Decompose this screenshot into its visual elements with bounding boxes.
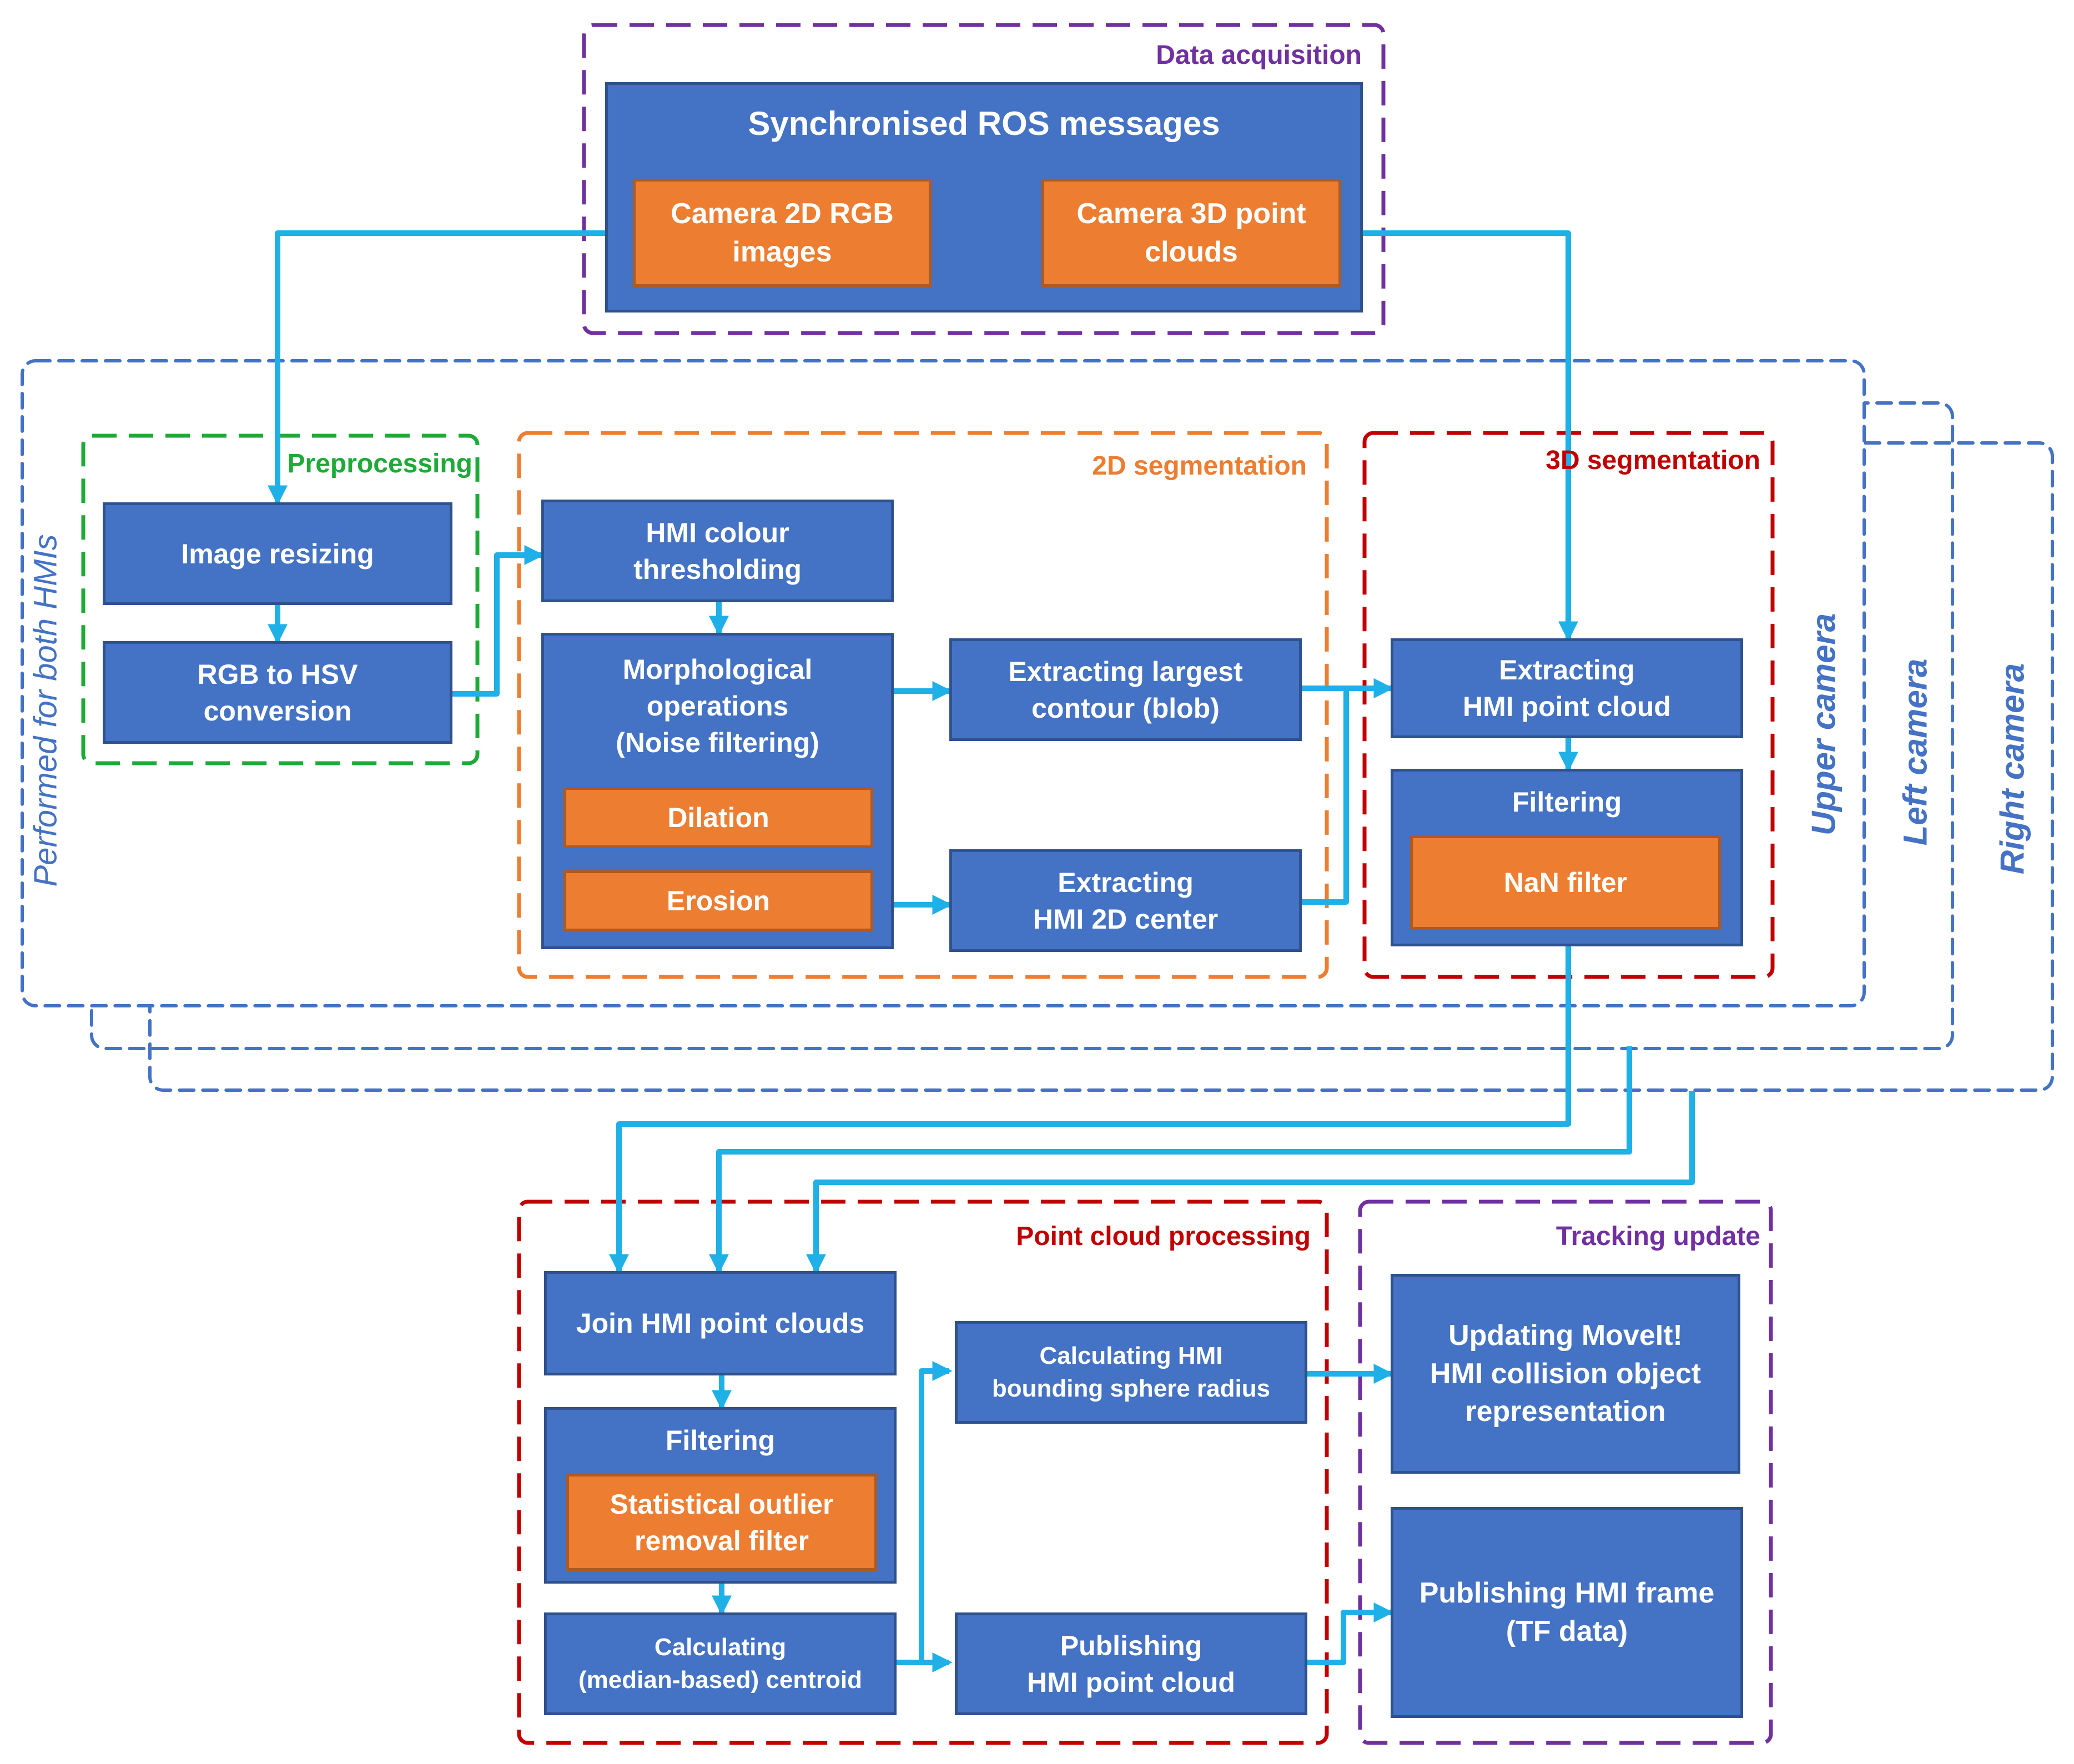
group-label-point-cloud-processing: Point cloud processing xyxy=(1016,1222,1311,1251)
group-label-data-acquisition: Data acquisition xyxy=(1156,41,1362,70)
arrow-center-to-extract xyxy=(1302,678,1394,905)
label-performed-for-both-hmis: Performed for both HMIs xyxy=(27,534,64,887)
image-resizing-box: Image resizing xyxy=(103,502,452,605)
filtering-pc-label: Filtering xyxy=(665,1425,776,1456)
data-acquisition-frame xyxy=(582,23,1386,335)
arrow-publish-to-frame xyxy=(1307,1602,1394,1665)
segmentation-2d-frame xyxy=(517,431,1329,979)
camera-rgb-images-box: Camera 2D RGB images xyxy=(633,179,932,287)
hmi-2d-center-box: Extracting HMI 2D center xyxy=(949,849,1302,952)
publish-point-cloud-box: Publishing HMI point cloud xyxy=(955,1612,1307,1715)
arrow-hsv-to-threshold xyxy=(452,545,545,697)
camera-point-clouds-box: Camera 3D point clouds xyxy=(1041,179,1341,287)
arrow-left-to-join xyxy=(709,1046,1632,1274)
largest-contour-box: Extracting largest contour (blob) xyxy=(949,638,1302,741)
group-label-tracking-update: Tracking update xyxy=(1556,1222,1760,1251)
arrow-upper-to-join xyxy=(609,930,1571,1274)
arrow-cloud-to-extract xyxy=(1341,230,1578,642)
label-right-camera: Right camera xyxy=(1994,663,2031,875)
bounding-sphere-box: Calculating HMI bounding sphere radius xyxy=(955,1321,1307,1424)
point-cloud-processing-frame xyxy=(517,1199,1329,1745)
rgb-to-hsv-box: RGB to HSV conversion xyxy=(103,641,452,744)
nan-filter-box: NaN filter xyxy=(1410,835,1721,930)
label-left-camera: Left camera xyxy=(1896,658,1934,846)
erosion-box: Erosion xyxy=(563,870,873,931)
filtering-3d-label: Filtering xyxy=(1512,787,1622,818)
dilation-box: Dilation xyxy=(563,787,873,848)
label-upper-camera: Upper camera xyxy=(1805,613,1843,836)
join-point-clouds-box: Join HMI point clouds xyxy=(544,1271,897,1375)
extract-hmi-point-cloud-box: Extracting HMI point cloud xyxy=(1391,638,1743,738)
ros-messages-label: Synchronised ROS messages xyxy=(748,105,1220,142)
group-label-2d-segmentation: 2D segmentation xyxy=(1092,451,1307,481)
arrow-right-to-join xyxy=(806,1091,1695,1274)
publish-hmi-frame-box: Publishing HMI frame (TF data) xyxy=(1391,1507,1743,1718)
arrow-rgb-to-resizing xyxy=(268,230,633,506)
centroid-box: Calculating (median-based) centroid xyxy=(544,1612,897,1715)
morphological-operations-label: Morphological operations (Noise filterin… xyxy=(616,654,819,758)
moveit-update-box: Updating MoveIt! HMI collision object re… xyxy=(1391,1274,1740,1474)
statistical-outlier-filter-box: Statistical outlier removal filter xyxy=(566,1474,877,1571)
group-label-preprocessing: Preprocessing xyxy=(287,449,472,478)
group-label-3d-segmentation: 3D segmentation xyxy=(1546,446,1760,475)
colour-thresholding-box: HMI colour thresholding xyxy=(541,500,894,602)
tracking-update-frame xyxy=(1358,1199,1773,1745)
arrow-centroid-to-sphere xyxy=(919,1361,953,1662)
